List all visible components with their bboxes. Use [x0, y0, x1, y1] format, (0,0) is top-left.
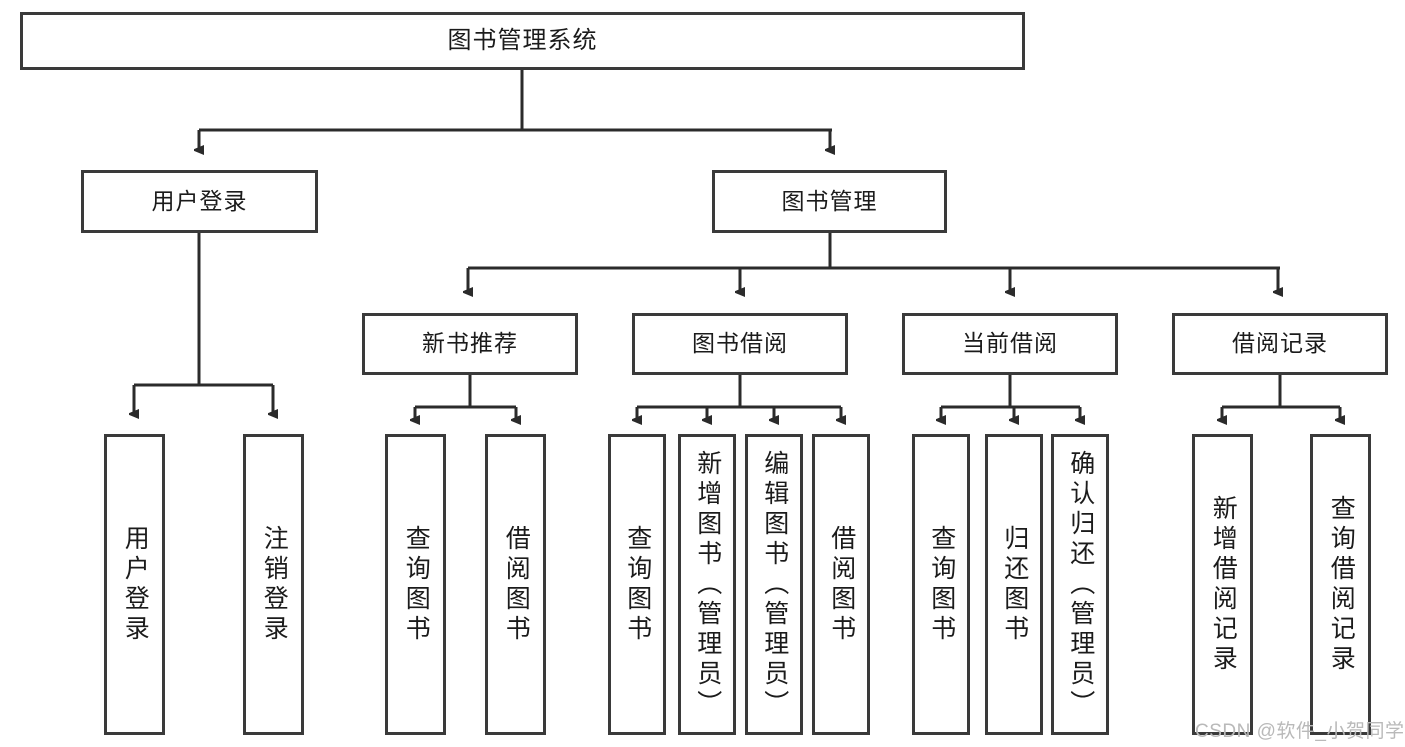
node-current-borrow-label: 当前借阅 [962, 330, 1058, 357]
leaf-add-book-admin[interactable]: 新增图书（管理员） [678, 434, 736, 735]
leaf-query-borrow-rec-label: 查询借阅记录 [1327, 494, 1356, 675]
node-book-borrow[interactable]: 图书借阅 [632, 313, 848, 375]
node-root[interactable]: 图书管理系统 [20, 12, 1025, 70]
leaf-query-book-2-label: 查询图书 [623, 524, 652, 645]
node-new-book-rec[interactable]: 新书推荐 [362, 313, 578, 375]
leaf-edit-book-admin[interactable]: 编辑图书（管理员） [745, 434, 803, 735]
leaf-edit-book-admin-label: 编辑图书（管理员） [760, 449, 789, 720]
leaf-borrow-book-2[interactable]: 借阅图书 [812, 434, 870, 735]
leaf-query-book-1[interactable]: 查询图书 [385, 434, 446, 735]
leaf-borrow-book-2-label: 借阅图书 [827, 524, 856, 645]
node-root-label: 图书管理系统 [447, 26, 598, 54]
csdn-watermark: CSDN @软件_小贺同学 [1195, 721, 1405, 742]
node-book-manage-label: 图书管理 [781, 187, 878, 214]
leaf-confirm-return-label: 确认归还（管理员） [1066, 449, 1095, 720]
leaf-return-book[interactable]: 归还图书 [985, 434, 1043, 735]
node-user-login[interactable]: 用户登录 [81, 170, 318, 233]
node-current-borrow[interactable]: 当前借阅 [902, 313, 1118, 375]
leaf-add-borrow-rec-label: 新增借阅记录 [1209, 494, 1238, 675]
leaf-add-borrow-rec[interactable]: 新增借阅记录 [1192, 434, 1253, 735]
node-new-book-rec-label: 新书推荐 [422, 330, 518, 357]
leaf-return-book-label: 归还图书 [1000, 524, 1029, 645]
leaf-user-logout[interactable]: 注销登录 [243, 434, 304, 735]
leaf-query-book-2[interactable]: 查询图书 [608, 434, 666, 735]
leaf-confirm-return[interactable]: 确认归还（管理员） [1051, 434, 1109, 735]
node-book-manage[interactable]: 图书管理 [712, 170, 947, 233]
leaf-query-book-3[interactable]: 查询图书 [912, 434, 970, 735]
leaf-add-book-admin-label: 新增图书（管理员） [693, 449, 722, 720]
leaf-borrow-book-1-label: 借阅图书 [502, 524, 531, 645]
leaf-user-logout-label: 注销登录 [260, 524, 289, 645]
leaf-borrow-book-1[interactable]: 借阅图书 [485, 434, 546, 735]
node-borrow-record[interactable]: 借阅记录 [1172, 313, 1388, 375]
node-book-borrow-label: 图书借阅 [692, 330, 788, 357]
leaf-user-login-label: 用户登录 [121, 524, 150, 645]
node-borrow-record-label: 借阅记录 [1232, 330, 1328, 357]
leaf-user-login[interactable]: 用户登录 [104, 434, 165, 735]
leaf-query-book-1-label: 查询图书 [402, 524, 431, 645]
node-user-login-label: 用户登录 [151, 187, 248, 214]
leaf-query-borrow-rec[interactable]: 查询借阅记录 [1310, 434, 1371, 735]
leaf-query-book-3-label: 查询图书 [927, 524, 956, 645]
